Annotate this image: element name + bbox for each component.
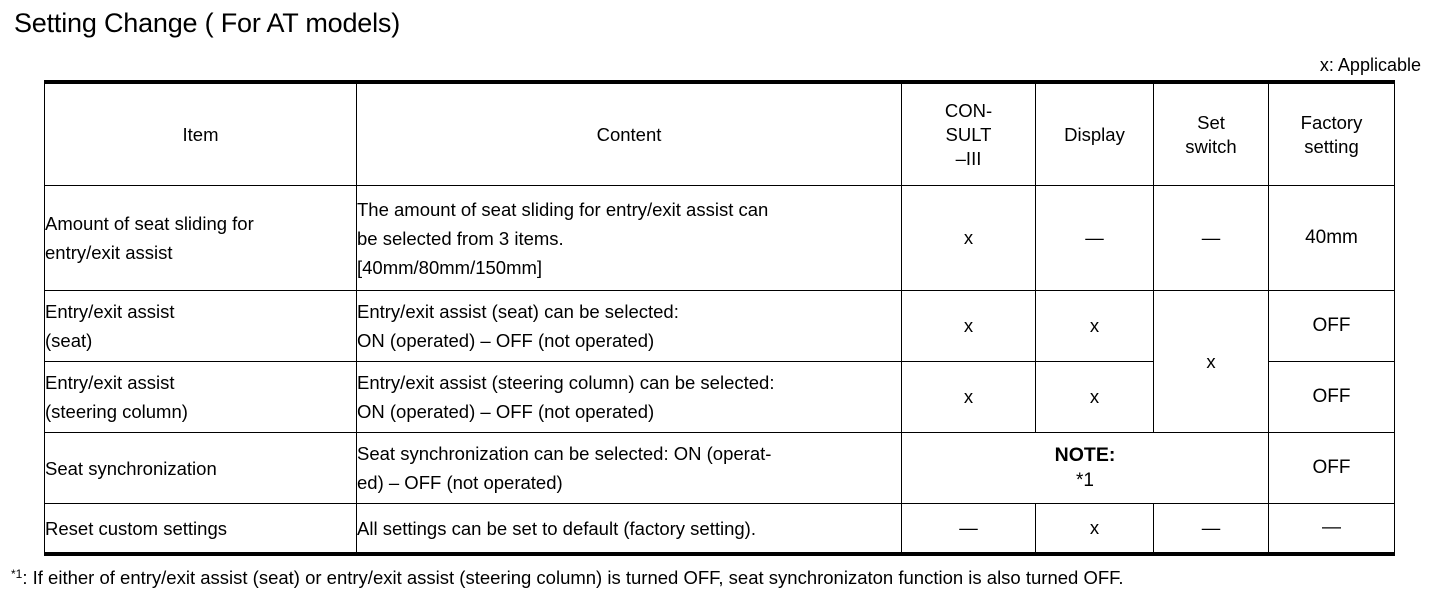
column-header-factory-setting: Factory setting	[1268, 80, 1395, 186]
column-header-consult-line1: CON-	[944, 99, 993, 121]
cell-set-switch: —	[1153, 185, 1269, 291]
table-row: Entry/exit assist (seat) Entry/exit assi…	[44, 290, 1395, 433]
table-header: Item Content CON- SULT –III Display Set …	[44, 80, 1395, 186]
column-header-item: Item	[44, 80, 357, 186]
cell-content-line2: ON (operated) – OFF (not operated)	[357, 330, 655, 351]
cell-item: Seat synchronization	[44, 432, 357, 504]
table-header-row: Item Content CON- SULT –III Display Set …	[44, 80, 1395, 186]
cell-item: Entry/exit assist (steering column)	[44, 361, 357, 433]
legend-applicable: x: Applicable	[1319, 55, 1421, 75]
cell-content: Entry/exit assist (steering column) can …	[356, 361, 902, 433]
cell-set-switch: —	[1153, 503, 1269, 556]
cell-factory-setting: OFF	[1268, 290, 1395, 362]
table-row: Entry/exit assist (steering column) Entr…	[44, 361, 1395, 433]
setting-change-table: Item Content CON- SULT –III Display Set …	[44, 80, 1395, 556]
cell-consult: x	[901, 185, 1036, 291]
column-header-display: Display	[1035, 80, 1154, 186]
cell-content-line1: Entry/exit assist (seat) can be selected…	[357, 301, 679, 322]
column-header-set-switch-line1: Set	[1197, 111, 1225, 133]
cell-content: The amount of seat sliding for entry/exi…	[356, 185, 902, 291]
cell-content-line3: [40mm/80mm/150mm]	[357, 256, 543, 278]
column-header-set-switch-line2: switch	[1185, 135, 1237, 157]
cell-content-line2: ed) – OFF (not operated)	[357, 472, 563, 493]
footnote-marker: *1	[11, 567, 23, 581]
column-header-consult-line2: SULT	[945, 123, 992, 145]
cell-item: Entry/exit assist (seat)	[44, 290, 357, 362]
cell-item-line2: (seat)	[45, 330, 93, 351]
cell-factory-setting: 40mm	[1268, 185, 1395, 291]
note-label: NOTE:	[1054, 444, 1116, 466]
table-row: Amount of seat sliding for entry/exit as…	[44, 185, 1395, 291]
table-row: Reset custom settings All settings can b…	[44, 503, 1395, 556]
cell-item-line1: Seat synchronization	[45, 457, 217, 479]
column-header-consult-iii: CON- SULT –III	[901, 80, 1036, 186]
cell-consult: x	[901, 290, 1036, 362]
cell-item: Amount of seat sliding for entry/exit as…	[44, 185, 357, 291]
table-row: Seat synchronization Seat synchronizatio…	[44, 432, 1395, 504]
column-header-set-switch: Set switch	[1153, 80, 1269, 186]
cell-content-line2: be selected from 3 items.	[357, 227, 564, 249]
cell-content-line1: The amount of seat sliding for entry/exi…	[357, 198, 769, 220]
cell-item-line1: Entry/exit assist	[45, 372, 175, 393]
cell-display: x	[1035, 503, 1154, 556]
cell-item: Reset custom settings	[44, 503, 357, 556]
footnote: *1: If either of entry/exit assist (seat…	[11, 562, 1124, 590]
table-body: Amount of seat sliding for entry/exit as…	[44, 185, 1395, 556]
cell-content-line1: Seat synchronization can be selected: ON…	[357, 443, 772, 464]
cell-note-reference: NOTE: *1	[901, 432, 1269, 504]
cell-item-line1: Amount of seat sliding for	[45, 213, 254, 234]
column-header-factory-line2: setting	[1304, 135, 1359, 157]
cell-display: —	[1035, 185, 1154, 291]
cell-item-line2: (steering column)	[45, 401, 188, 422]
cell-content: All settings can be set to default (fact…	[356, 503, 902, 556]
cell-content-line1: All settings can be set to default (fact…	[357, 517, 756, 539]
column-header-factory-line1: Factory	[1300, 111, 1363, 133]
column-header-content: Content	[356, 80, 902, 186]
cell-item-line1: Entry/exit assist	[45, 301, 175, 322]
cell-consult: —	[901, 503, 1036, 556]
cell-content-line1: Entry/exit assist (steering column) can …	[357, 372, 775, 393]
cell-content: Entry/exit assist (seat) can be selected…	[356, 290, 902, 362]
cell-display: x	[1035, 361, 1154, 433]
cell-item-line1: Reset custom settings	[45, 517, 227, 539]
cell-factory-setting: OFF	[1268, 361, 1395, 433]
cell-factory-setting: —	[1268, 503, 1395, 556]
cell-content: Seat synchronization can be selected: ON…	[356, 432, 902, 504]
note-marker: *1	[1076, 470, 1094, 491]
cell-display: x	[1035, 290, 1154, 362]
footnote-text: : If either of entry/exit assist (seat) …	[22, 567, 1124, 588]
column-header-consult-line3: –III	[955, 147, 982, 169]
cell-factory-setting: OFF	[1268, 432, 1395, 504]
cell-content-line2: ON (operated) – OFF (not operated)	[357, 401, 655, 422]
cell-set-switch-merged: x	[1153, 290, 1269, 433]
setting-change-table-wrapper: Item Content CON- SULT –III Display Set …	[44, 80, 1395, 556]
cell-item-line2: entry/exit assist	[45, 242, 173, 263]
page-title: Setting Change ( For AT models)	[14, 8, 400, 38]
cell-consult: x	[901, 361, 1036, 433]
